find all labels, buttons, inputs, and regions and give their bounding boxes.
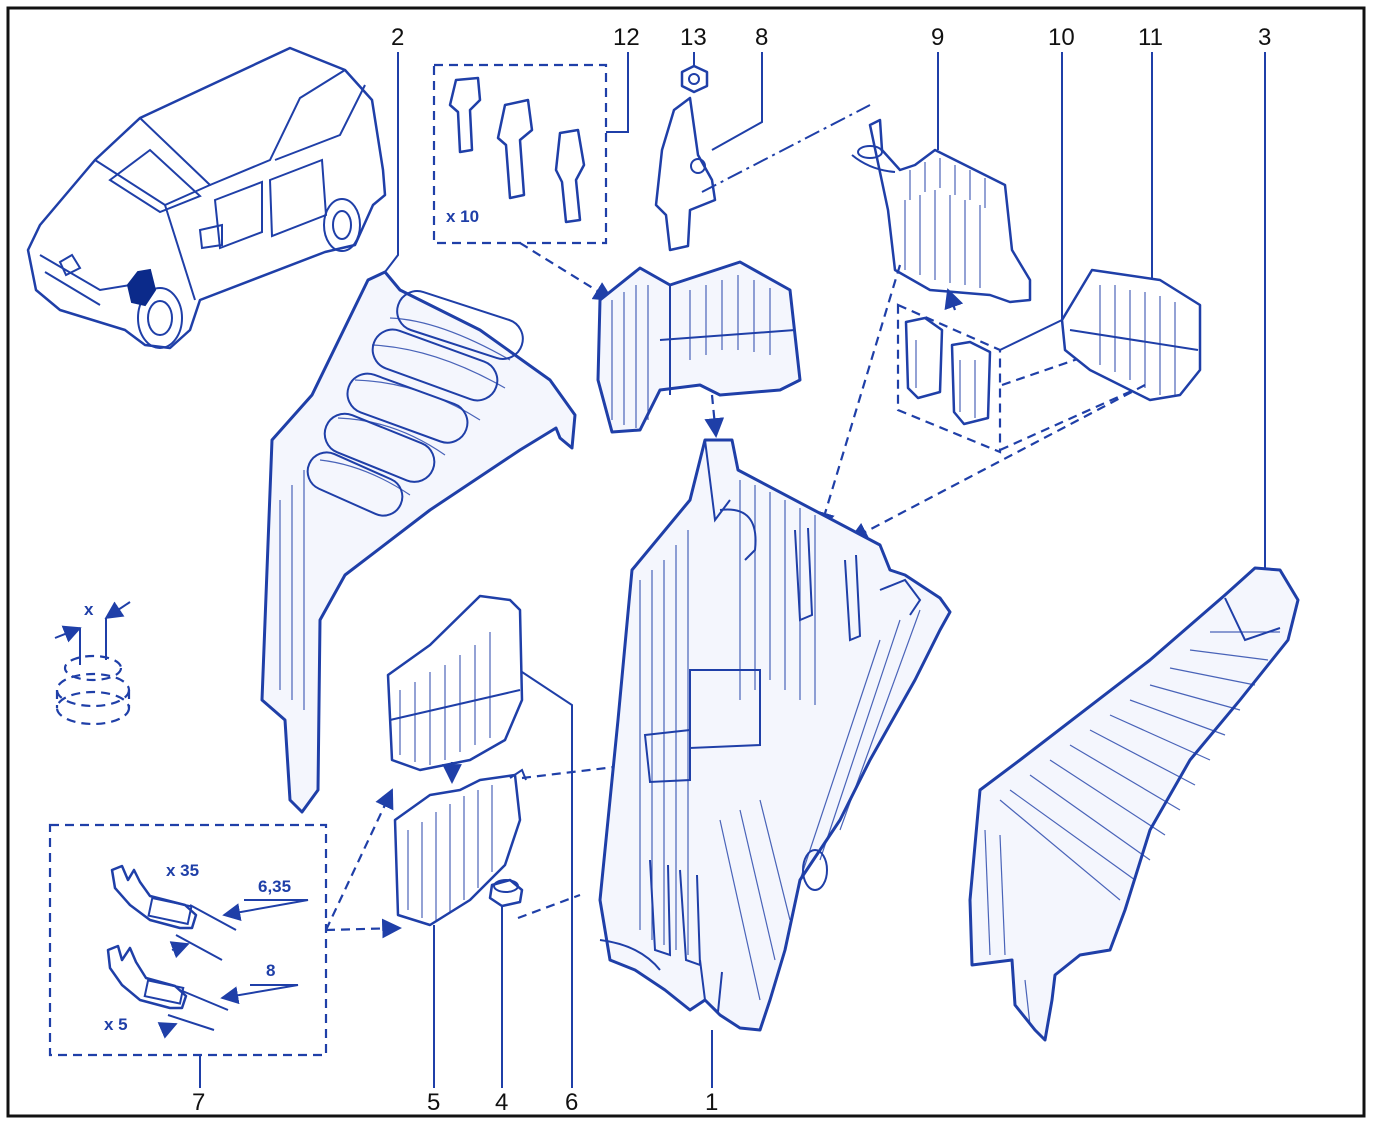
callout-numbers: 2 12 13 8 9 10 11 3 7 5 4 6 1 (192, 24, 1271, 1116)
callout-5: 5 (427, 1089, 440, 1116)
terminal-quantity-label-a: x 35 (166, 861, 199, 880)
relay-block-11 (848, 52, 1202, 541)
callout-9: 9 (931, 24, 944, 51)
callout-3: 3 (1258, 24, 1271, 51)
terminal-width-label-a: 6,35 (258, 877, 291, 896)
upper-fuse-block (596, 260, 802, 438)
bracket-8 (654, 52, 871, 252)
terminal-quantity-label-b: x 5 (104, 1015, 128, 1034)
dimension-x-label: x (84, 600, 94, 619)
dimension-x-detail: x (54, 600, 131, 726)
callout-7: 7 (192, 1089, 205, 1116)
terminal-set-12: x 10 (432, 52, 629, 302)
lid-2 (260, 52, 577, 814)
callout-1: 1 (705, 1089, 718, 1116)
callout-6: 6 (565, 1089, 578, 1116)
terminal-set-7: x 35 x 5 6,35 8 (48, 788, 402, 1088)
grommet-4 (488, 878, 581, 1088)
callout-13: 13 (680, 24, 707, 51)
terminal-width-label-b: 8 (266, 961, 275, 980)
nut-13 (680, 52, 709, 94)
housing-1 (598, 438, 952, 1088)
terminal-quantity-label: x 10 (446, 207, 479, 226)
diagram-frame (6, 6, 1366, 1118)
callout-12: 12 (613, 24, 640, 51)
cover-3 (968, 52, 1300, 1042)
callout-10: 10 (1048, 24, 1075, 51)
relay-pair-10 (896, 52, 1146, 454)
fuse-box-location-highlight (126, 268, 157, 307)
callout-4: 4 (495, 1089, 508, 1116)
callout-2: 2 (391, 24, 404, 51)
callout-11: 11 (1138, 24, 1163, 51)
callout-8: 8 (755, 24, 768, 51)
fuse-holder-9 (815, 52, 1032, 532)
module-6 (386, 594, 573, 1088)
vehicle-illustration (26, 46, 387, 350)
